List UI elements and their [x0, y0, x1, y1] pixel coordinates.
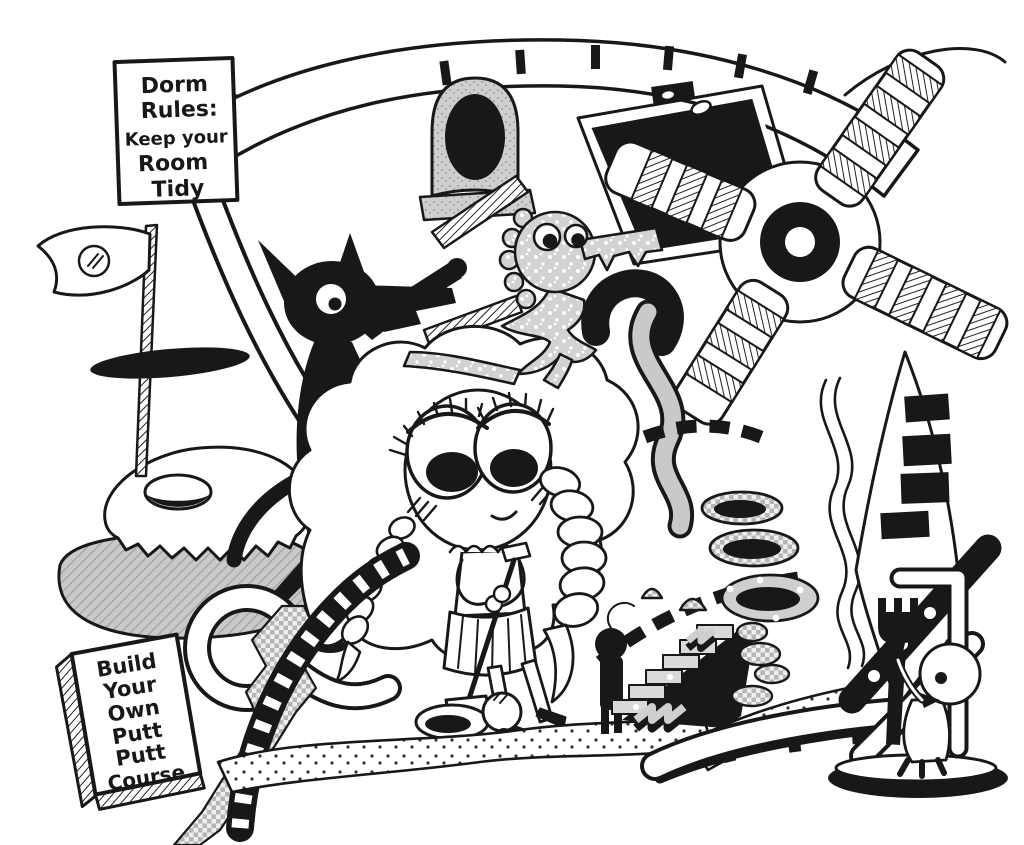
ring-tunnels	[700, 490, 820, 623]
girl-smile	[490, 510, 518, 521]
girl-blush	[406, 484, 554, 522]
windmill-blade-upper-right	[814, 48, 946, 208]
peg-figure	[595, 601, 635, 734]
putt-putt-book: Build Your Own Putt Putt Course	[54, 632, 206, 811]
girl-braid-right	[538, 466, 608, 704]
fox-tail	[226, 472, 306, 568]
fox-snout	[360, 285, 456, 332]
lizard-snout	[578, 226, 664, 272]
girl-hand	[492, 584, 512, 604]
dorm-rules-sign: Dorm Rules: Keep your Room Tidy	[112, 55, 240, 207]
creature-eye	[935, 672, 947, 684]
sign-line-4: Room	[138, 150, 209, 177]
putter-shaft	[465, 557, 517, 705]
girl-eyelashes	[388, 391, 555, 457]
sign-line-1: Dorm	[140, 72, 208, 99]
fox-arm-left	[90, 347, 250, 379]
sign-line-2: Rules:	[140, 97, 218, 125]
girl-arm-right	[500, 556, 526, 608]
fork-creature-corner	[828, 567, 1008, 798]
girl-shoe-right	[535, 707, 567, 729]
tower-windows	[880, 393, 952, 540]
white-creature	[894, 642, 982, 779]
flag-on-pole	[36, 223, 159, 478]
lizard-creature	[402, 207, 664, 390]
girl-skirt-pleats	[457, 614, 527, 677]
lizard-body	[500, 286, 598, 376]
donut-green	[103, 445, 312, 562]
sign-line-5: Tidy	[151, 176, 204, 203]
windmill-blade-lower-left	[673, 278, 790, 426]
windmill-blade-upper-left	[604, 140, 757, 242]
checkered-pebbles	[640, 587, 791, 708]
creature-mouth	[918, 692, 940, 708]
golf-ball	[481, 691, 523, 733]
sign-line-3: Keep your	[124, 126, 228, 151]
flag-emblem	[77, 244, 111, 278]
flag-pole	[134, 223, 159, 478]
lizard-leg-left	[402, 350, 522, 386]
windmill	[604, 48, 1009, 426]
hook-and-tentacle	[581, 269, 695, 539]
windmill-blade-right	[841, 245, 1009, 361]
squiggle-path	[819, 376, 866, 670]
putter-grip	[500, 541, 532, 563]
lizard-leg-right	[542, 352, 574, 390]
pixel-zigzag	[633, 626, 717, 733]
book-cover	[69, 632, 203, 797]
creature-head	[918, 642, 982, 706]
girl-arm-left	[455, 558, 490, 606]
